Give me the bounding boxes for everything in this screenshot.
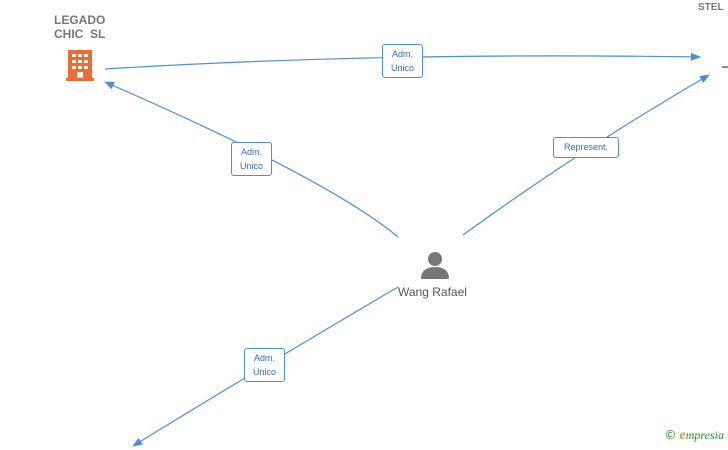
edge-label-legado-stel: Adm. Unico <box>382 44 423 78</box>
edge-label-wang-bottom: Adm. Unico <box>244 348 285 382</box>
edge-wang-legado <box>104 81 399 238</box>
company-name-stel[interactable]: STEL <box>698 2 724 13</box>
brand-initial: e <box>679 428 686 443</box>
brand-rest: mpresia <box>685 428 724 442</box>
copyright-symbol: © <box>664 428 677 442</box>
person-icon[interactable] <box>421 252 449 279</box>
empresia-logo: © empresia <box>665 428 724 444</box>
building-icon[interactable] <box>66 50 94 81</box>
company-name-legado[interactable]: LEGADO CHIC SL <box>54 13 106 41</box>
edge-label-wang-legado: Adm. Unico <box>231 142 272 176</box>
building-icon-partial <box>722 66 728 68</box>
person-name-wang[interactable]: Wang Rafael <box>398 285 467 299</box>
edge-label-wang-stel: Represent. <box>553 137 619 158</box>
